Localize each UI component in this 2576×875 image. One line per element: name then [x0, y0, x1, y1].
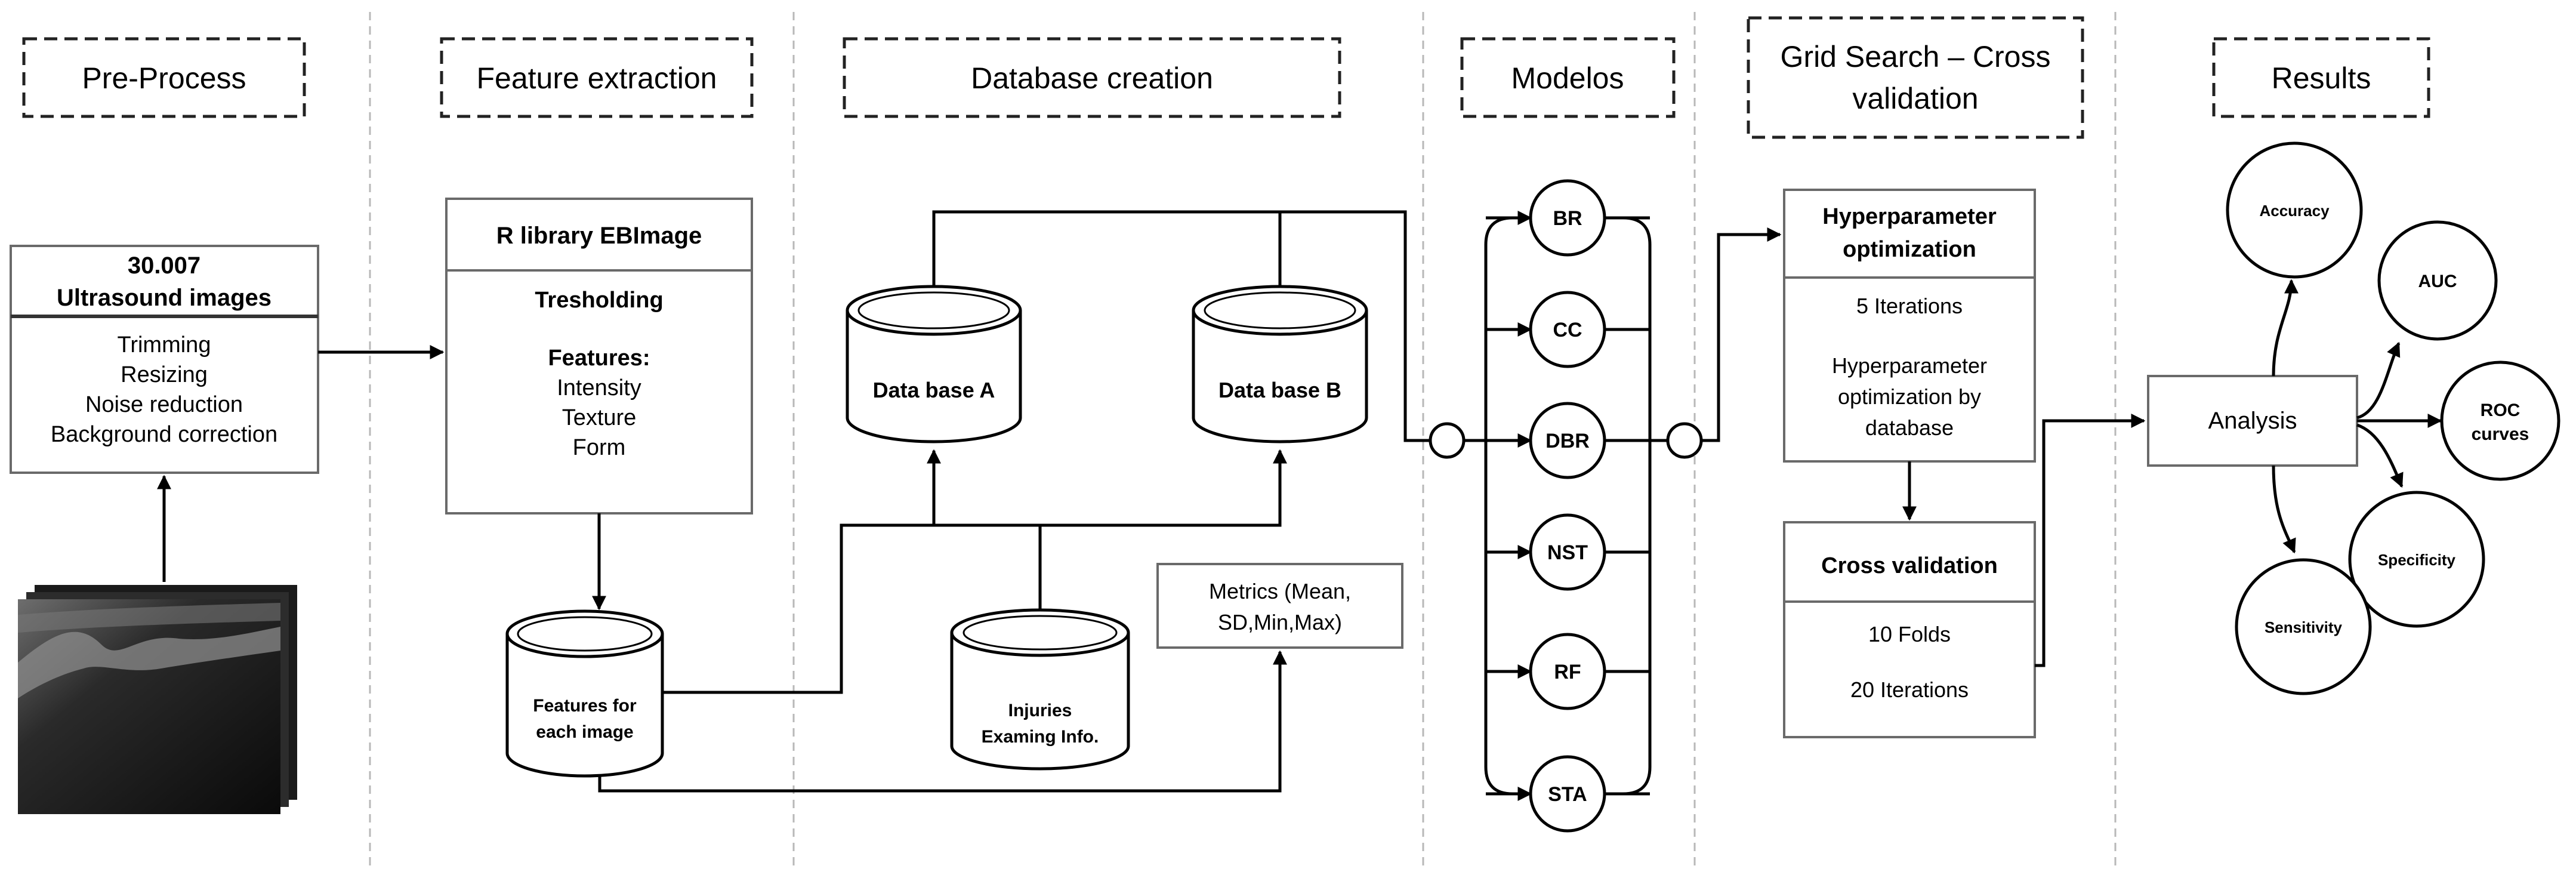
feature-extraction-box: R library EBImage Tresholding Features: …	[445, 198, 753, 514]
svg-text:Resizing: Resizing	[121, 362, 208, 387]
svg-text:Analysis: Analysis	[2208, 408, 2297, 434]
stage-header-feature-extraction: Feature extraction	[440, 37, 754, 118]
database-a-cylinder: Data base A	[846, 285, 1022, 443]
svg-text:CC: CC	[1553, 319, 1582, 341]
result-arrows	[2272, 279, 2442, 554]
injuries-database-cylinder: Injuries Examing Info.	[950, 608, 1130, 771]
svg-text:Intensity: Intensity	[557, 375, 641, 400]
database-b-cylinder: Data base B	[1192, 285, 1368, 443]
svg-text:Results: Results	[2272, 61, 2371, 95]
ultrasound-images-box: 30.007 Ultrasound images Trimming Resizi…	[10, 245, 319, 474]
svg-text:optimization by: optimization by	[1838, 384, 1981, 409]
svg-text:Modelos: Modelos	[1511, 61, 1624, 95]
model-node-nst: NST	[1486, 513, 1650, 591]
svg-text:Noise reduction: Noise reduction	[85, 392, 243, 417]
grid-search-junction	[1666, 422, 1703, 459]
stage-header-grid-search: Grid Search – Cross validation	[1747, 16, 2084, 139]
svg-text:Metrics (Mean,: Metrics (Mean,	[1209, 579, 1351, 603]
result-sensitivity: Sensitivity	[2235, 558, 2372, 695]
metrics-box: Metrics (Mean, SD,Min,Max)	[1156, 563, 1403, 649]
svg-text:Grid Search – Cross: Grid Search – Cross	[1781, 40, 2051, 73]
svg-text:R library EBImage: R library EBImage	[496, 223, 702, 249]
svg-text:Examing Info.: Examing Info.	[982, 727, 1099, 747]
svg-text:SD,Min,Max): SD,Min,Max)	[1218, 610, 1342, 634]
svg-text:optimization: optimization	[1843, 237, 1976, 262]
result-specificity: Specificity	[2348, 491, 2485, 628]
svg-text:Data base B: Data base B	[1218, 378, 1341, 402]
svg-text:Background correction: Background correction	[51, 422, 277, 447]
svg-text:curves: curves	[2472, 424, 2529, 444]
svg-text:Ultrasound images: Ultrasound images	[57, 285, 272, 311]
svg-text:10 Folds: 10 Folds	[1868, 622, 1951, 646]
svg-text:ROC: ROC	[2481, 400, 2521, 420]
svg-text:validation: validation	[1852, 82, 1978, 115]
model-node-dbr: DBR	[1486, 402, 1650, 479]
svg-text:Specificity: Specificity	[2378, 551, 2456, 569]
stage-header-results: Results	[2212, 37, 2430, 118]
svg-text:Hyperparameter: Hyperparameter	[1822, 204, 1997, 229]
svg-text:20 Iterations: 20 Iterations	[1850, 677, 1969, 702]
svg-text:Accuracy: Accuracy	[2259, 202, 2330, 220]
svg-text:each image: each image	[536, 722, 633, 742]
stage-header-database-creation: Database creation	[843, 37, 1341, 118]
result-auc: AUC	[2377, 220, 2498, 341]
svg-text:BR: BR	[1553, 207, 1582, 230]
ultrasound-image-stack	[18, 585, 297, 814]
svg-text:DBR: DBR	[1545, 430, 1590, 452]
analysis-box: Analysis	[2147, 375, 2358, 467]
result-accuracy: Accuracy	[2226, 141, 2363, 279]
svg-text:Cross validation: Cross validation	[1821, 553, 1998, 578]
model-node-sta: STA	[1486, 755, 1650, 833]
svg-text:Data base A: Data base A	[873, 378, 995, 402]
svg-text:STA: STA	[1548, 783, 1587, 806]
stage-header-models: Modelos	[1460, 37, 1676, 118]
svg-text:Form: Form	[573, 435, 626, 460]
svg-text:Features:: Features:	[548, 346, 650, 371]
svg-text:AUC: AUC	[2418, 272, 2457, 291]
model-node-cc: CC	[1486, 291, 1650, 368]
svg-text:Database creation: Database creation	[971, 61, 1213, 95]
svg-text:5 Iterations: 5 Iterations	[1856, 294, 1963, 318]
svg-text:database: database	[1865, 415, 1954, 440]
model-node-br: BR	[1486, 179, 1650, 257]
svg-text:NST: NST	[1547, 541, 1588, 564]
svg-text:Tresholding: Tresholding	[535, 288, 663, 313]
models-bracket	[1464, 216, 1668, 796]
stage-header-preprocess: Pre-Process	[22, 37, 306, 118]
cross-validation-box: Cross validation 10 Folds 20 Iterations	[1783, 521, 2036, 738]
features-database-cylinder: Features for each image	[505, 609, 664, 778]
svg-text:Features for: Features for	[533, 696, 637, 716]
svg-text:Hyperparameter: Hyperparameter	[1832, 353, 1987, 378]
models-junction	[1429, 422, 1466, 459]
hyperparameter-optimization-box: Hyperparameter optimization 5 Iterations…	[1783, 189, 2036, 463]
model-node-rf: RF	[1486, 633, 1650, 710]
svg-text:Injuries: Injuries	[1008, 701, 1072, 720]
svg-text:Texture: Texture	[562, 405, 637, 430]
svg-text:30.007: 30.007	[128, 252, 200, 279]
svg-text:Pre-Process: Pre-Process	[82, 61, 246, 95]
database-connectors	[598, 210, 1429, 793]
svg-text:RF: RF	[1554, 661, 1581, 683]
svg-text:Sensitivity: Sensitivity	[2265, 618, 2343, 636]
result-roc-curves: ROC curves	[2440, 361, 2560, 481]
svg-text:Trimming: Trimming	[118, 332, 211, 358]
svg-text:Feature extraction: Feature extraction	[477, 61, 717, 95]
